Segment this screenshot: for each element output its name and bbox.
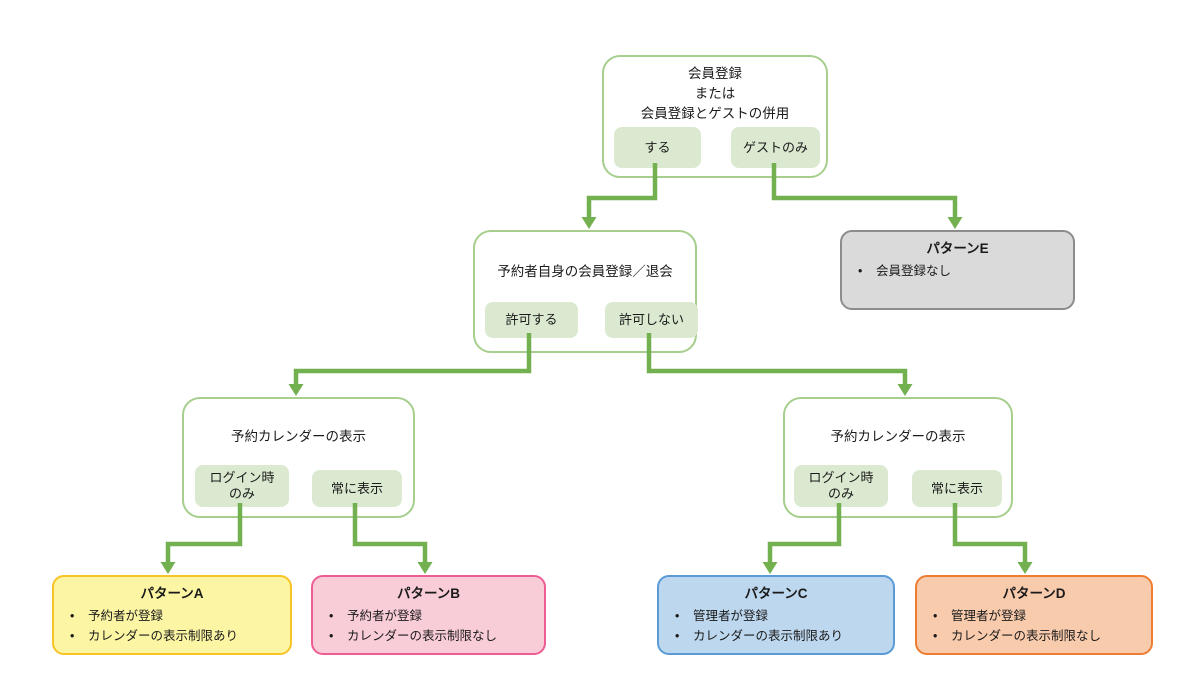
arrowhead-deny-to-calendar-right — [897, 384, 913, 396]
pattern-c-title: パターンC — [744, 586, 808, 601]
arrowhead-login-to-pattern-a — [160, 562, 176, 574]
arrowhead-guest-to-pattern-e — [947, 217, 963, 229]
pattern-a-bullets: 予約者が登録 カレンダーの表示制限あり — [54, 607, 290, 646]
pattern-d-box: パターンD 管理者が登録 カレンダーの表示制限なし — [915, 575, 1153, 655]
bullet-item: 予約者が登録 — [54, 607, 290, 627]
pattern-d-bullets: 管理者が登録 カレンダーの表示制限なし — [917, 607, 1151, 646]
option-login-only-right-line1: ログイン時 — [808, 470, 874, 485]
option-deny: 許可しない — [605, 302, 698, 338]
node-membership-registration: 会員登録 または 会員登録とゲストの併用 する ゲストのみ — [602, 55, 828, 178]
arrowhead-always-to-pattern-b — [417, 562, 433, 574]
bullet-item: カレンダーの表示制限あり — [659, 627, 893, 647]
node-calendar-right-title: 予約カレンダーの表示 — [830, 429, 966, 444]
node-self-registration: 予約者自身の会員登録／退会 許可する 許可しない — [473, 230, 698, 353]
node-self-registration-title: 予約者自身の会員登録／退会 — [497, 264, 673, 279]
option-login-only-left-line1: ログイン時 — [209, 470, 275, 485]
option-always-show-right: 常に表示 — [912, 470, 1002, 507]
node-title-line-2: または — [694, 86, 736, 101]
pattern-e-box: パターンE 会員登録なし — [840, 230, 1075, 310]
arrowhead-login-to-pattern-c — [762, 562, 778, 574]
pattern-b-title: パターンB — [396, 586, 461, 601]
bullet-item: カレンダーの表示制限なし — [917, 627, 1151, 647]
pattern-e-bullets: 会員登録なし — [842, 262, 1073, 282]
option-always-show-left: 常に表示 — [312, 470, 402, 507]
node-calendar-display-left: 予約カレンダーの表示 ログイン時 のみ 常に表示 — [182, 397, 415, 518]
bullet-item: カレンダーの表示制限あり — [54, 627, 290, 647]
option-login-only-left: ログイン時 のみ — [195, 465, 289, 507]
pattern-a-box: パターンA 予約者が登録 カレンダーの表示制限あり — [52, 575, 292, 655]
pattern-b-box: パターンB 予約者が登録 カレンダーの表示制限なし — [311, 575, 546, 655]
pattern-c-box: パターンC 管理者が登録 カレンダーの表示制限あり — [657, 575, 895, 655]
node-title-line-1: 会員登録 — [688, 66, 742, 81]
option-login-only-left-line2: のみ — [228, 486, 255, 501]
node-title-line-3: 会員登録とゲストの併用 — [640, 106, 790, 121]
node-membership-title: 会員登録 または 会員登録とゲストの併用 — [604, 64, 826, 124]
arrowhead-allow-to-calendar-left — [288, 384, 304, 396]
bullet-item: 予約者が登録 — [313, 607, 544, 627]
pattern-e-title: パターンE — [926, 241, 989, 256]
node-calendar-left-title: 予約カレンダーの表示 — [231, 429, 366, 444]
option-allow: 許可する — [485, 302, 578, 338]
node-calendar-display-right: 予約カレンダーの表示 ログイン時 のみ 常に表示 — [783, 397, 1013, 518]
option-guest-only: ゲストのみ — [731, 127, 820, 168]
arrowhead-always-to-pattern-d — [1017, 562, 1033, 574]
option-login-only-right-line2: のみ — [827, 486, 854, 501]
arrowhead-register-to-selfreg — [581, 217, 597, 229]
bullet-item: カレンダーの表示制限なし — [313, 627, 544, 647]
bullet-item: 管理者が登録 — [659, 607, 893, 627]
pattern-a-title: パターンA — [140, 586, 204, 601]
pattern-b-bullets: 予約者が登録 カレンダーの表示制限なし — [313, 607, 544, 646]
pattern-c-bullets: 管理者が登録 カレンダーの表示制限あり — [659, 607, 893, 646]
pattern-d-title: パターンD — [1002, 586, 1066, 601]
bullet-item: 管理者が登録 — [917, 607, 1151, 627]
bullet-item: 会員登録なし — [842, 262, 1073, 282]
option-register: する — [614, 127, 701, 168]
option-login-only-right: ログイン時 のみ — [794, 465, 888, 507]
